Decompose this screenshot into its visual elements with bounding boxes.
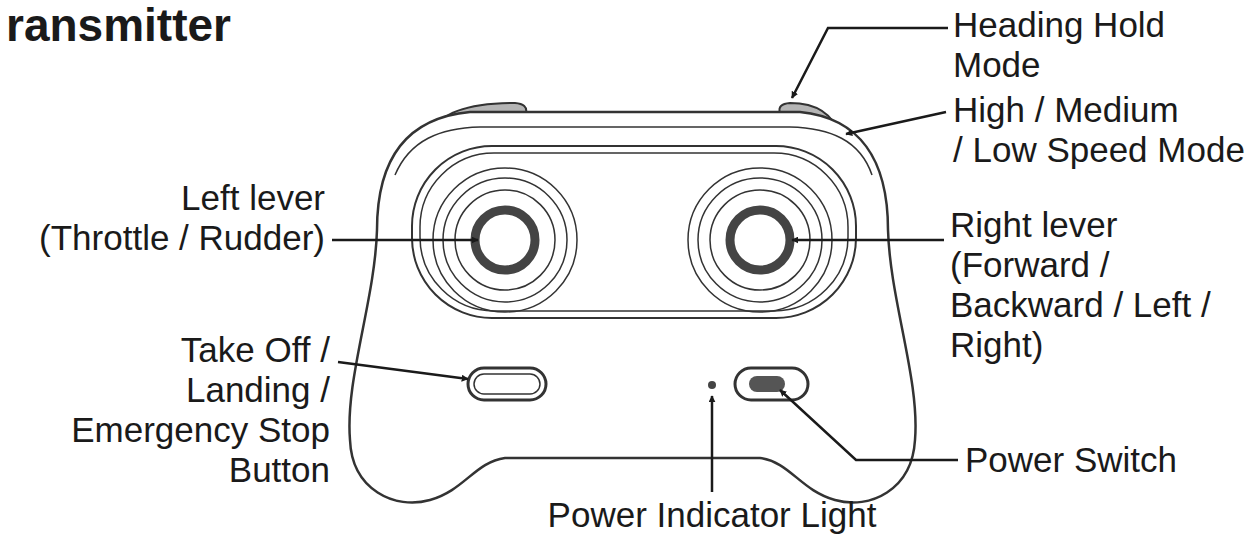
callout-label: Heading Hold Mode	[953, 5, 1165, 85]
leader-line	[792, 239, 944, 242]
leader-line	[846, 112, 946, 134]
stick-panel	[420, 153, 848, 311]
power-switch	[735, 368, 808, 400]
callout-label: Right lever (Forward / Backward / Left /…	[950, 205, 1211, 365]
power-light	[708, 381, 716, 389]
stick-panel	[412, 146, 856, 318]
leader-line	[711, 396, 714, 492]
callout-label: Left lever (Throttle / Rudder)	[39, 178, 325, 258]
power-switch	[749, 376, 785, 392]
leader-line	[332, 239, 478, 242]
leader-line	[338, 362, 468, 379]
takeoff-button	[468, 368, 546, 400]
callout-label: Power Switch	[965, 440, 1177, 480]
callout-label: Take Off / Landing / Emergency Stop Butt…	[71, 330, 330, 490]
leader-line	[792, 28, 948, 98]
controller-body	[349, 112, 915, 503]
takeoff-button	[474, 374, 540, 394]
page-title: ransmitter	[6, 0, 231, 50]
callout-label: Power Indicator Light	[548, 495, 877, 535]
leader-line	[780, 390, 958, 460]
callout-label: High / Medium / Low Speed Mode	[953, 90, 1245, 170]
